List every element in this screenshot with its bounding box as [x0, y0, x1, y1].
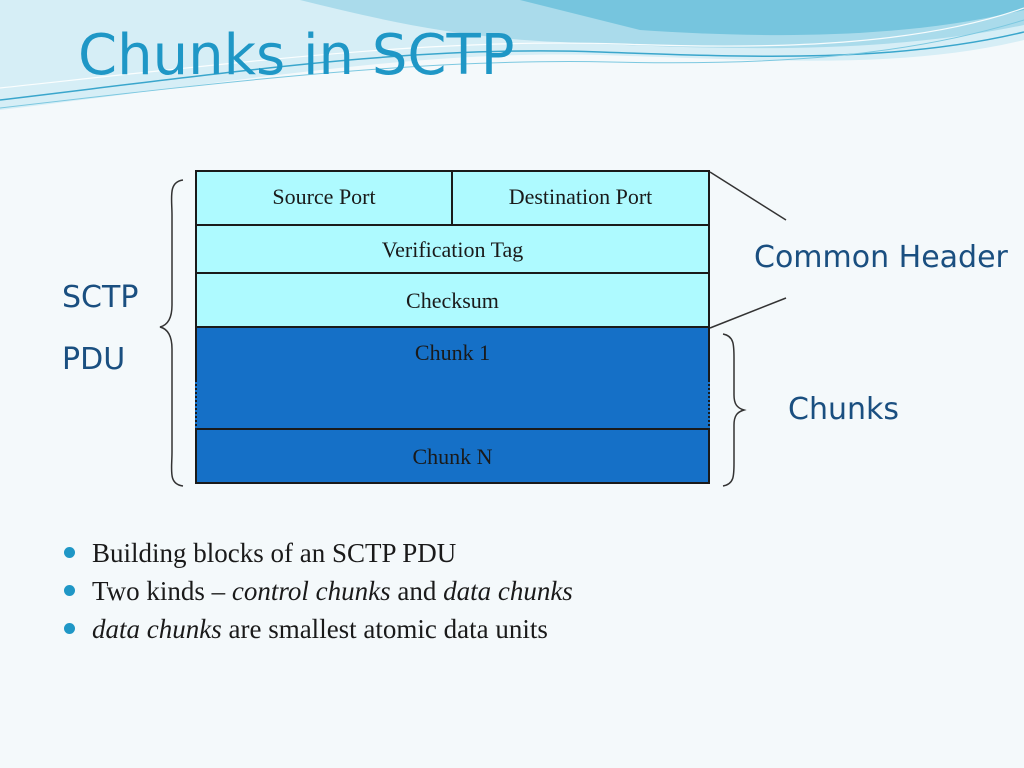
bullet-item: data chunks are smallest atomic data uni… — [62, 610, 573, 648]
common-header-upper-line — [709, 171, 787, 221]
bullet-dot-icon — [64, 547, 75, 558]
decorative-wave-banner — [0, 0, 1024, 110]
bullet-emphasis: control chunks — [231, 576, 391, 606]
bullet-dot-icon — [64, 623, 75, 634]
bullet-text-mid: and — [390, 576, 444, 606]
verification-tag-cell: Verification Tag — [381, 237, 524, 262]
source-port-cell: Source Port — [197, 172, 453, 224]
common-header-lower-line — [709, 297, 787, 329]
bullet-item: Two kinds – control chunks and data chun… — [62, 572, 573, 610]
bullet-emphasis: data chunks — [443, 576, 573, 606]
bullet-text-rest: are smallest atomic data units — [221, 614, 548, 644]
chunks-label: Chunks — [788, 392, 899, 427]
chunk-1-cell: Chunk 1 — [414, 340, 491, 365]
common-header-label: Common Header — [754, 240, 1008, 275]
chunk-n-row: Chunk N — [195, 428, 710, 484]
sctp-pdu-brace — [159, 179, 184, 487]
destination-port-cell: Destination Port — [453, 172, 708, 224]
checksum-row: Checksum — [195, 272, 710, 328]
chunk-n-cell: Chunk N — [412, 444, 493, 469]
chunk-1-row: Chunk 1 — [195, 326, 710, 382]
bullet-dot-icon — [64, 585, 75, 596]
chunk-gap-row — [195, 380, 710, 430]
slide-title: Chunks in SCTP — [78, 23, 515, 88]
bullet-text-prefix: Two kinds – — [92, 576, 232, 606]
source-destination-row: Source Port Destination Port — [195, 170, 710, 226]
verification-tag-row: Verification Tag — [195, 224, 710, 274]
bullet-list: Building blocks of an SCTP PDU Two kinds… — [62, 534, 573, 648]
chunks-brace — [722, 333, 747, 487]
pdu-label: PDU — [62, 342, 126, 377]
bullet-emphasis: data chunks — [92, 614, 222, 644]
bullet-text: Building blocks of an SCTP PDU — [92, 538, 457, 568]
checksum-cell: Checksum — [406, 288, 499, 313]
sctp-label: SCTP — [62, 280, 139, 315]
bullet-item: Building blocks of an SCTP PDU — [62, 534, 573, 572]
